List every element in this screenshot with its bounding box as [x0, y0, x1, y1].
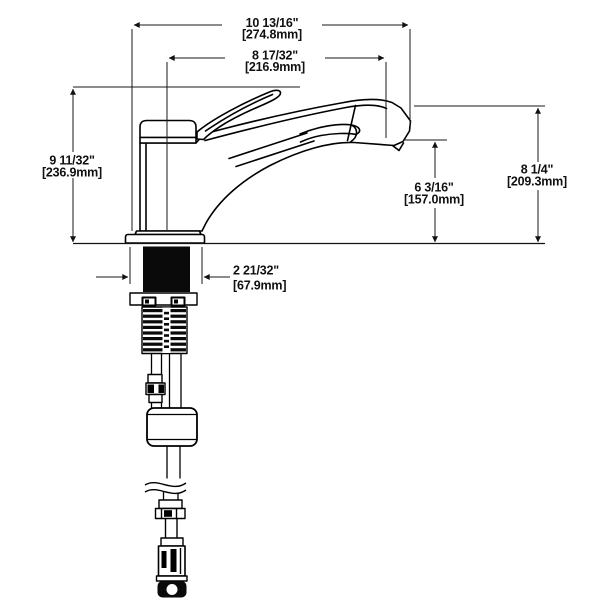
dimension-lines [70, 22, 545, 284]
label-base-width-mm: [67.9mm] [233, 279, 286, 293]
label-head-height-in: 8 1/4" [521, 163, 554, 177]
mounting-nut [129, 292, 198, 306]
label-outlet-height-in: 6 3/16" [414, 181, 454, 195]
hex-fitting [154, 499, 186, 520]
label-overall-height-mm: [236.9mm] [42, 166, 102, 180]
nut-tab-mark-left [145, 299, 149, 304]
faucet-drawing [124, 89, 412, 244]
quick-connect [155, 537, 188, 598]
sprayhead-grip-curl [350, 124, 358, 143]
hose-weight [146, 407, 198, 447]
dimension-labels: 10 13/16" [274.8mm] 8 17/32" [216.9mm] 9… [42, 16, 567, 293]
faucet-handle-inner-line [204, 93, 274, 132]
mounting-shank [143, 246, 190, 292]
sprayhead-outlet [391, 142, 405, 152]
label-outlet-height-mm: [157.0mm] [404, 193, 464, 207]
below-deck-hardware [129, 246, 198, 598]
hose-break-symbol [144, 482, 187, 495]
deck-flange [124, 233, 206, 244]
faucet-body-spout [139, 98, 412, 232]
label-overall-length-in: 10 13/16" [246, 16, 299, 30]
spout-seam-line [228, 132, 308, 160]
label-overall-height-in: 9 11/32" [49, 154, 95, 168]
spout-seam-line-2 [235, 140, 315, 168]
faucet-cap-band [139, 136, 197, 144]
nut-tab-mark-right [174, 299, 178, 304]
spout-top-inner-line [204, 104, 388, 142]
label-overall-length-mm: [274.8mm] [242, 28, 302, 42]
hose-fitting [145, 373, 166, 404]
faucet-handle [196, 89, 282, 141]
faucet-cap [139, 119, 197, 139]
label-spout-reach-mm: [216.9mm] [245, 60, 305, 74]
label-spout-reach-in: 8 17/32" [252, 49, 298, 63]
label-base-width-in: 2 21/32" [233, 264, 279, 278]
threaded-adapter [141, 306, 188, 355]
sprayhead-seam-line [346, 104, 357, 142]
label-head-height-mm: [209.3mm] [507, 175, 567, 189]
